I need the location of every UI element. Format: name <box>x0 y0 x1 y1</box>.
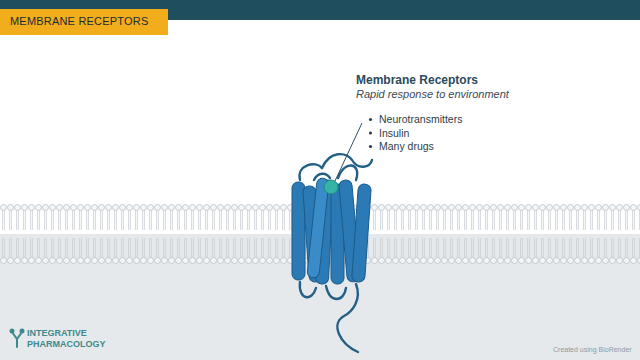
bullet-item: Many drugs <box>379 140 434 152</box>
callout-heading: Membrane Receptors <box>356 73 478 87</box>
logo-text: INTEGRATIVE PHARMACOLOGY <box>27 328 107 350</box>
ligand <box>324 180 338 194</box>
leader-line <box>335 123 362 181</box>
bullet-item: Insulin <box>379 127 409 139</box>
callout-subtitle: Rapid response to environment <box>356 88 509 100</box>
bullet-item: Neurotransmitters <box>379 113 462 125</box>
receptor-loops <box>299 154 372 352</box>
section-title: MEMBRANE RECEPTORS <box>10 15 148 27</box>
receptor-helices <box>292 178 371 285</box>
credit-note: Created using BioRender <box>553 346 632 353</box>
title-tab <box>0 9 168 35</box>
logo-mark <box>11 330 24 348</box>
bullet-dots <box>369 118 372 148</box>
